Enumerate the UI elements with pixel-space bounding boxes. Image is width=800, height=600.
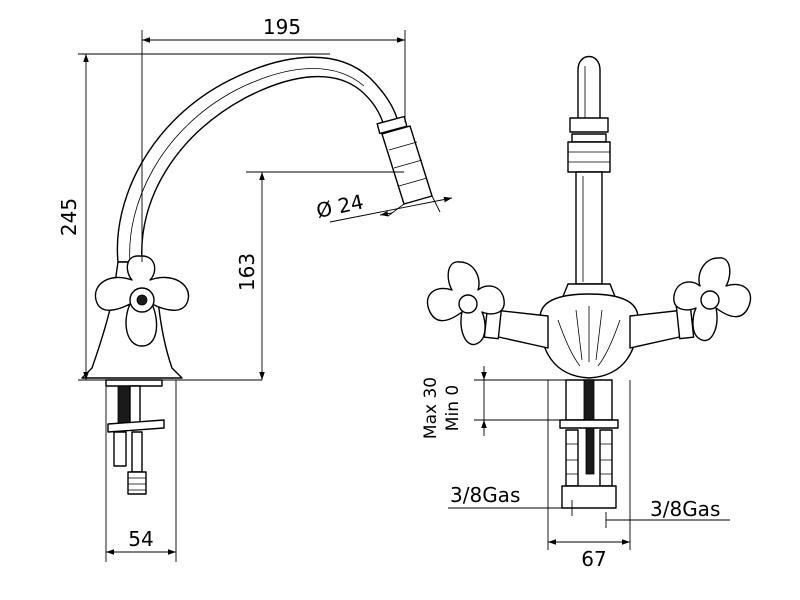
front-spout xyxy=(567,55,611,285)
dim-deck-thickness: Max 30 Min 0 xyxy=(421,366,566,439)
front-view: Max 30 Min 0 3/8Gas 3/8Gas 67 xyxy=(421,55,752,571)
dim-label-total-height: 245 xyxy=(57,198,81,236)
dim-label-outlet-diameter: Ø 24 xyxy=(314,190,366,223)
front-body xyxy=(539,283,639,379)
dim-label-min-thickness: Min 0 xyxy=(443,385,463,431)
dim-inlet-spacing: 67 xyxy=(547,380,631,571)
front-right-handle xyxy=(629,257,752,349)
front-fittings xyxy=(559,379,619,509)
dim-spout-reach: 195 xyxy=(141,15,406,262)
side-view: 195 245 163 Ø 24 54 xyxy=(57,15,453,562)
dim-label-spout-reach: 195 xyxy=(263,15,301,39)
dim-label-outlet-height: 163 xyxy=(235,253,259,291)
dim-label-max-thickness: Max 30 xyxy=(421,377,441,439)
dim-outlet-height: 163 xyxy=(235,171,404,380)
dim-label-base-width: 54 xyxy=(128,527,153,551)
front-left-handle xyxy=(426,261,549,349)
dim-base-width: 54 xyxy=(105,380,177,562)
dim-label-inlet-right: 3/8Gas xyxy=(650,497,720,521)
dim-label-inlet-spacing: 67 xyxy=(581,547,606,571)
spout xyxy=(116,56,433,263)
side-body xyxy=(81,255,190,379)
side-fittings xyxy=(105,379,165,495)
dim-label-inlet-left: 3/8Gas xyxy=(450,483,520,507)
dim-inlets: 3/8Gas 3/8Gas xyxy=(448,483,730,528)
dim-total-height: 245 xyxy=(57,53,330,381)
